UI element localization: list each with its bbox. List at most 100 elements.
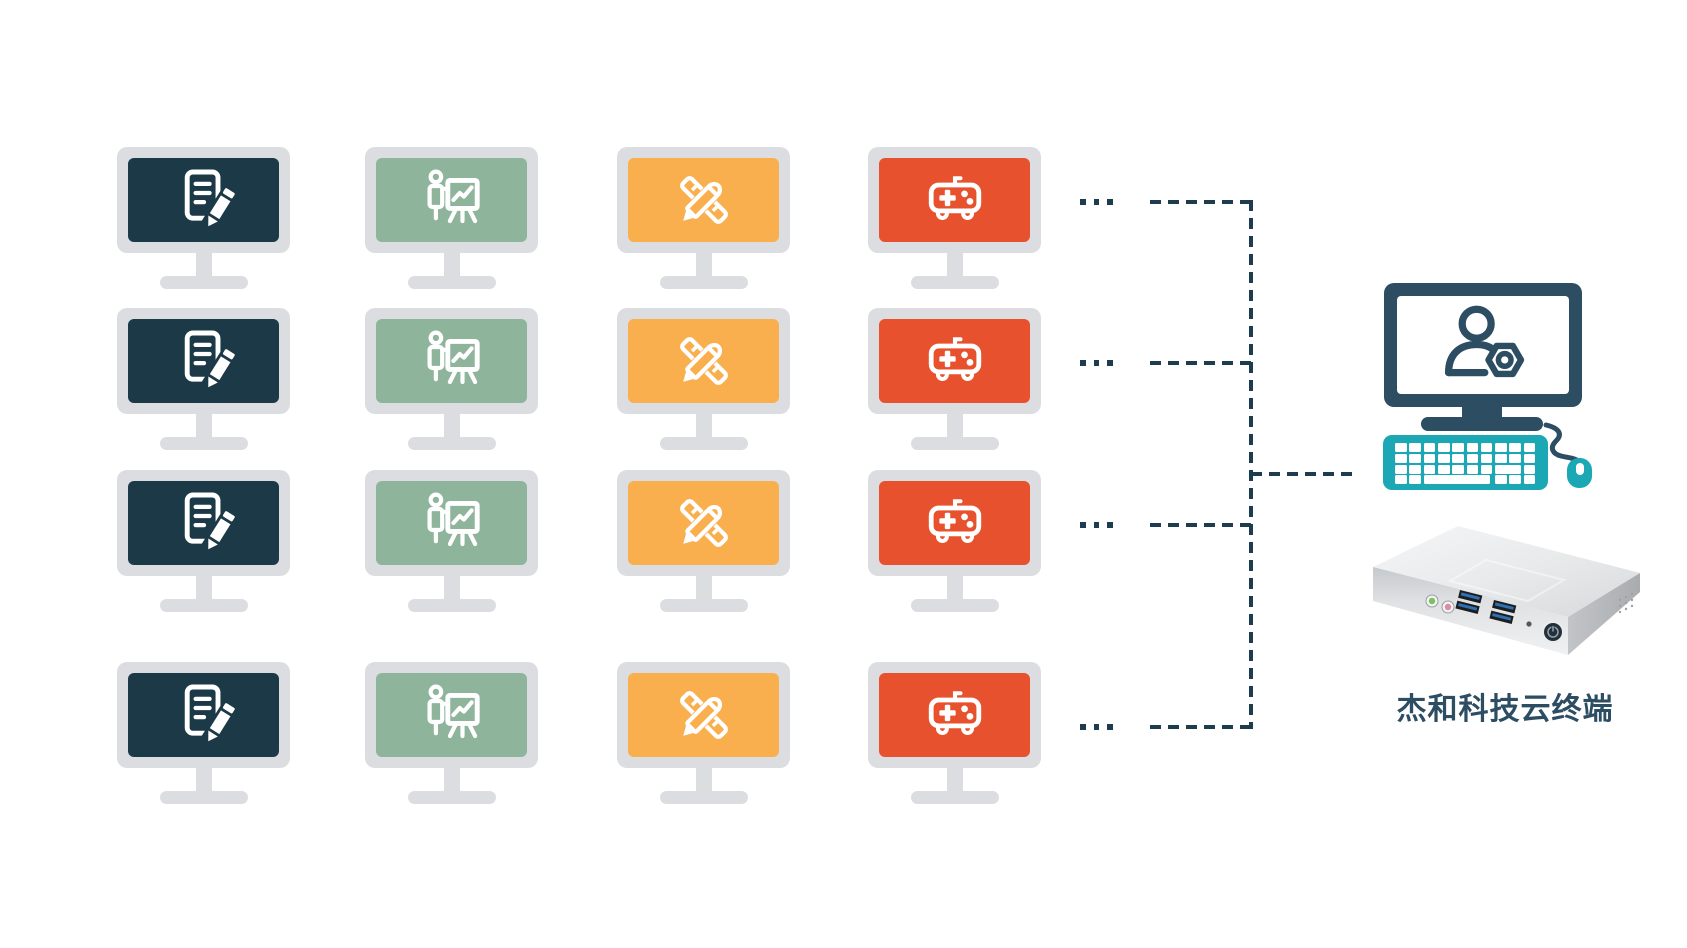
workstation-monitor-design xyxy=(617,147,790,289)
ruler-pencil-icon xyxy=(674,498,728,553)
document-edit-icon xyxy=(184,330,238,392)
keyboard-key xyxy=(1466,453,1479,463)
connector-branch-line xyxy=(1150,523,1253,527)
workstation-monitor-gaming xyxy=(868,308,1041,450)
keyboard-key xyxy=(1423,464,1436,474)
keyboard-key xyxy=(1409,453,1421,463)
monitor-frame xyxy=(617,147,790,253)
monitor-frame xyxy=(868,470,1041,576)
ellipsis-dot xyxy=(1107,522,1113,528)
monitor-stand xyxy=(443,767,460,793)
workstation-monitor-office-documents xyxy=(117,308,290,450)
workstation-monitor-presentation xyxy=(365,308,538,450)
monitor-base xyxy=(659,599,748,612)
ellipsis-dot xyxy=(1080,522,1086,528)
presentation-icon xyxy=(427,330,480,385)
connector-branch-line xyxy=(1150,361,1253,365)
document-edit-icon xyxy=(184,492,238,554)
mouse-cable xyxy=(1543,422,1582,465)
ellipsis-dot xyxy=(1080,199,1086,205)
workstation-monitor-presentation xyxy=(365,470,538,612)
monitor-frame xyxy=(868,662,1041,768)
monitor-stand xyxy=(695,413,712,439)
monitor-base xyxy=(159,791,248,804)
monitor-screen xyxy=(376,481,527,565)
keyboard-key xyxy=(1452,443,1464,452)
monitor-screen xyxy=(628,673,779,757)
monitor-screen xyxy=(879,158,1030,242)
monitor-base xyxy=(407,791,496,804)
keyboard-key xyxy=(1437,453,1450,463)
monitor-stand xyxy=(946,767,963,793)
ellipsis-dot xyxy=(1093,522,1099,528)
mini-pc-side-face xyxy=(1568,573,1640,655)
keyboard-key xyxy=(1523,464,1536,474)
monitor-frame xyxy=(868,308,1041,414)
ellipsis-icon xyxy=(1080,724,1113,730)
keyboard-key xyxy=(1480,464,1493,474)
monitor-frame xyxy=(617,662,790,768)
monitor-stand xyxy=(695,575,712,601)
monitor-base xyxy=(910,437,999,450)
workstation-monitor-design xyxy=(617,308,790,450)
keyboard-key xyxy=(1509,475,1522,485)
mouse-wheel xyxy=(1575,463,1584,475)
monitor-screen xyxy=(128,319,279,403)
user-gear-icon xyxy=(1444,305,1525,378)
ellipsis-dot xyxy=(1093,360,1099,366)
monitor-frame xyxy=(365,308,538,414)
terminal-label: 杰和科技云终端 xyxy=(1396,693,1614,726)
monitor-frame xyxy=(617,308,790,414)
keyboard-key xyxy=(1452,464,1464,474)
monitor-frame xyxy=(117,147,290,253)
monitor-stand xyxy=(195,575,212,601)
cloud-terminal-monitor-base xyxy=(1421,417,1543,431)
keyboard-key xyxy=(1409,443,1421,452)
keyboard-key xyxy=(1423,443,1436,452)
monitor-frame xyxy=(365,147,538,253)
monitor-screen xyxy=(879,319,1030,403)
monitor-frame xyxy=(117,470,290,576)
monitor-frame xyxy=(365,470,538,576)
monitor-stand xyxy=(195,413,212,439)
connector-branch-line xyxy=(1150,725,1253,729)
monitor-stand xyxy=(946,252,963,278)
monitor-screen xyxy=(128,673,279,757)
monitor-screen xyxy=(628,158,779,242)
keyboard-key xyxy=(1495,443,1507,452)
keyboard-key xyxy=(1466,464,1479,474)
monitor-stand xyxy=(443,413,460,439)
monitor-stand xyxy=(695,767,712,793)
document-edit-icon xyxy=(184,684,238,746)
ellipsis-dot xyxy=(1107,199,1113,205)
keyboard-icon xyxy=(1383,435,1548,490)
monitor-frame xyxy=(868,147,1041,253)
monitor-stand xyxy=(195,767,212,793)
keyboard-key xyxy=(1480,453,1493,463)
presentation-icon xyxy=(427,492,480,547)
mini-pc-top-face xyxy=(1373,526,1640,617)
keyboard-key xyxy=(1423,475,1490,485)
monitor-stand xyxy=(195,252,212,278)
workstation-monitor-presentation xyxy=(365,662,538,804)
workstation-monitor-office-documents xyxy=(117,470,290,612)
connector-terminal-line xyxy=(1251,472,1355,476)
workstation-monitor-gaming xyxy=(868,147,1041,289)
ellipsis-icon xyxy=(1080,199,1113,205)
ellipsis-dot xyxy=(1080,724,1086,730)
keyboard-key xyxy=(1523,475,1536,485)
workstation-monitor-office-documents xyxy=(117,147,290,289)
gamepad-icon xyxy=(928,691,981,736)
cloud-terminal-monitor-stand xyxy=(1462,405,1502,419)
workstation-monitor-gaming xyxy=(868,470,1041,612)
keyboard-key xyxy=(1495,464,1522,474)
keyboard-key xyxy=(1409,475,1421,485)
keyboard-key xyxy=(1423,453,1436,463)
monitor-base xyxy=(159,599,248,612)
monitor-stand xyxy=(946,575,963,601)
monitor-frame xyxy=(617,470,790,576)
monitor-frame xyxy=(117,662,290,768)
presentation-icon xyxy=(427,684,480,739)
keyboard-key xyxy=(1395,475,1407,485)
gamepad-icon xyxy=(928,337,981,382)
